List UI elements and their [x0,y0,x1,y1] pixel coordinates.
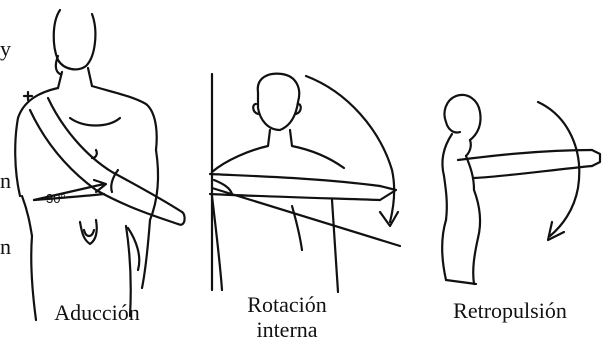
edge-fragment: y [0,36,11,62]
edge-fragment: n [0,234,11,260]
caption-line: Aducción [22,300,172,325]
caption-aduccion: Aducción [22,300,172,325]
angle-label: 30° [46,191,66,206]
caption-rotacion-interna: Rotación interna [212,292,362,342]
caption-line: Retropulsión [420,298,600,323]
caption-line: interna [212,317,362,342]
edge-fragment: n [0,168,11,194]
caption-line: Rotación [212,292,362,317]
caption-retropulsion: Retropulsión [420,298,600,323]
rotacion-interna-figure [210,74,400,292]
retropulsion-figure [442,95,600,284]
aduccion-figure [15,10,184,320]
